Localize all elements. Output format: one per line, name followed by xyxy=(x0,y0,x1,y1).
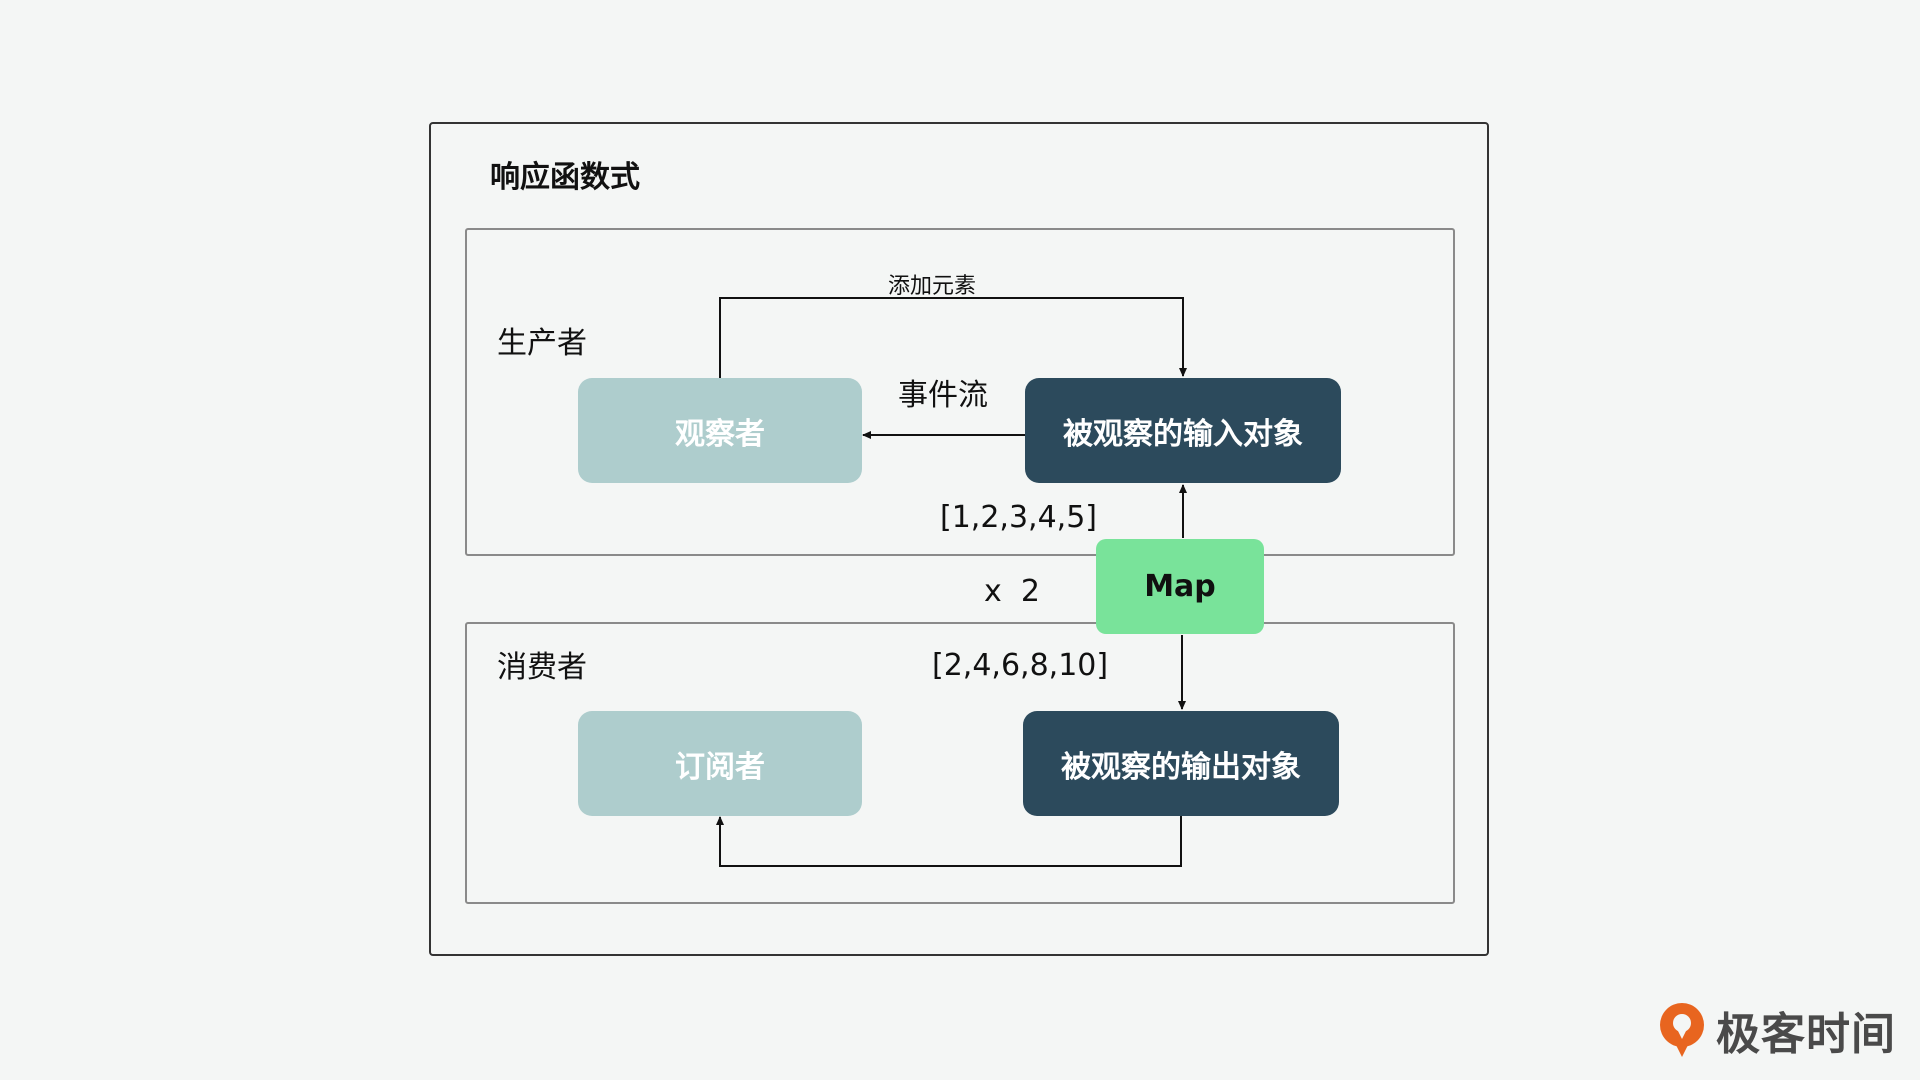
edge-label-operation: x 2 xyxy=(984,574,1040,609)
subscriber-node: 订阅者 xyxy=(578,711,862,816)
observable-output-node: 被观察的输出对象 xyxy=(1023,711,1339,816)
brand-logo: 极客时间 xyxy=(1656,1000,1896,1060)
edge-label-add-element: 添加元素 xyxy=(888,274,977,299)
edge-add-element xyxy=(719,297,1187,378)
consumer-label: 消费者 xyxy=(497,650,587,685)
producer-section-frame xyxy=(465,228,1455,556)
diagram-title: 响应函数式 xyxy=(490,160,640,195)
edge-label-event-stream: 事件流 xyxy=(898,378,988,413)
edge-label-output-values: [2,4,6,8,10] xyxy=(932,648,1109,683)
producer-label: 生产者 xyxy=(497,326,587,361)
diagram-outer-frame xyxy=(429,122,1489,956)
edge-output-to-subscriber xyxy=(716,814,1182,867)
brand-logo-text: 极客时间 xyxy=(1716,1009,1896,1060)
edge-label-input-values: [1,2,3,4,5] xyxy=(940,500,1097,535)
observer-node: 观察者 xyxy=(578,378,862,483)
map-node: Map xyxy=(1096,539,1264,634)
observable-input-node: 被观察的输入对象 xyxy=(1025,378,1341,483)
geektime-logo-icon xyxy=(1660,1003,1704,1057)
consumer-section-frame xyxy=(465,622,1455,904)
